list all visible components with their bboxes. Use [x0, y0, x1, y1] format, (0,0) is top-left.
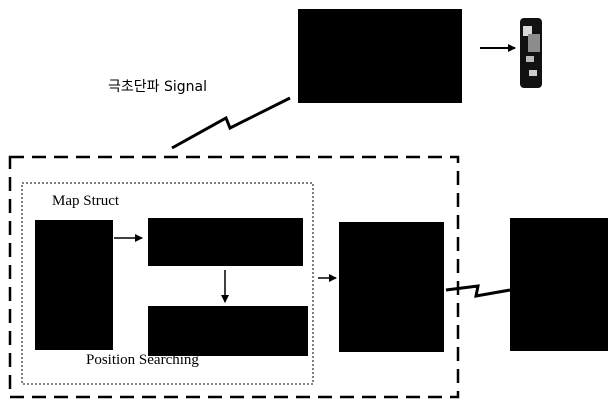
center-block [339, 222, 444, 352]
transmitter-block [298, 9, 462, 103]
signal-lightning [171, 96, 291, 150]
top-inner-block [148, 218, 303, 266]
map-struct-boundary [21, 182, 314, 385]
wireless-link [445, 284, 511, 298]
map-struct-label: Map Struct [52, 193, 120, 209]
handheld-device-icon [520, 18, 542, 88]
right-block [510, 218, 608, 351]
bottom-inner-block [148, 306, 308, 356]
left-block [35, 220, 113, 350]
system-boundary [8, 155, 460, 399]
position-searching-label: Position Searching [86, 352, 199, 368]
signal-label: 극초단파 Signal [108, 79, 207, 95]
